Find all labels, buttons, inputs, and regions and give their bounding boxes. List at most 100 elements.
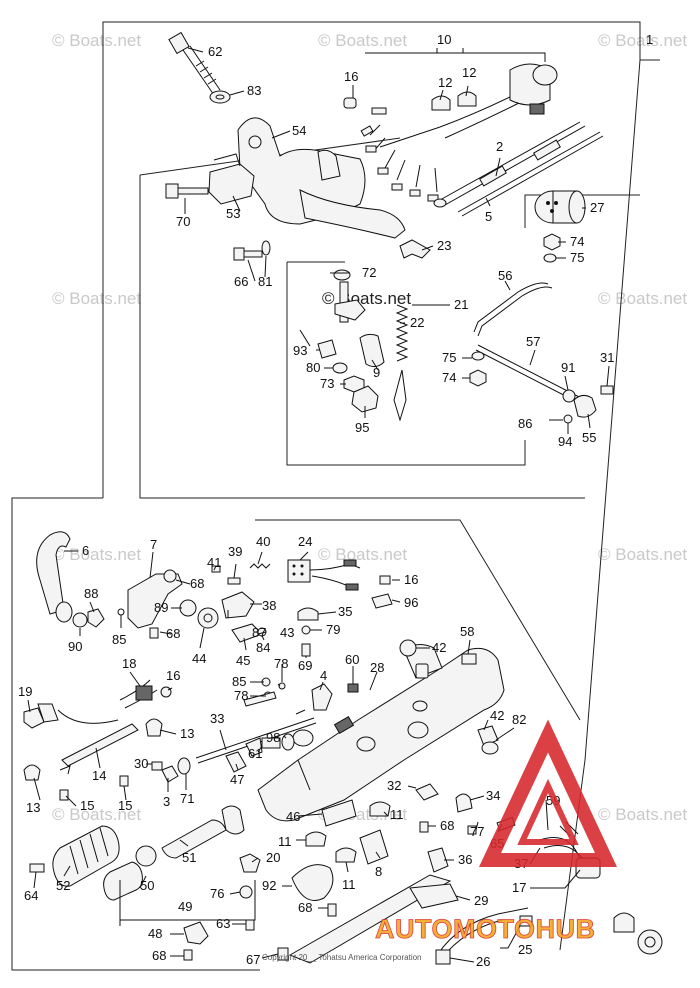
callout-17: 17: [512, 880, 526, 895]
callout-33: 33: [210, 711, 224, 726]
bolt-63: [245, 919, 255, 931]
decal-61: [261, 737, 281, 749]
callout-54: 54: [292, 123, 306, 138]
washer-75: [543, 253, 557, 263]
cam-3: [161, 765, 179, 783]
callout-60: 60: [345, 652, 359, 667]
callout-53: 53: [226, 206, 240, 221]
gear-89: [179, 599, 197, 617]
link-rod-56: [473, 282, 549, 333]
callout-68: 68: [190, 576, 204, 591]
bracket-48: [183, 921, 209, 945]
switch-34: [455, 793, 473, 813]
callout-42: 42: [432, 640, 446, 655]
wire-harness-10: [360, 63, 558, 202]
callout-57: 57: [526, 334, 540, 349]
callout-26: 26: [476, 954, 490, 969]
callout-78: 78: [274, 656, 288, 671]
callout-79: 79: [326, 622, 340, 637]
callout-67: 67: [246, 952, 260, 967]
clamp-12: [457, 91, 477, 107]
lower-assembly: [23, 531, 663, 965]
callout-3: 3: [163, 794, 170, 809]
callout-11: 11: [390, 807, 404, 822]
callout-13: 13: [180, 726, 194, 741]
o-ring-49: [135, 845, 157, 867]
callout-16: 16: [344, 69, 358, 84]
callout-1: 1: [646, 32, 653, 47]
grommet-98: [281, 733, 295, 751]
upper-assembly: [165, 31, 614, 424]
clamp-11: [369, 801, 391, 817]
sleeve-50: [103, 861, 143, 901]
nut-74: [543, 233, 561, 251]
callout-6: 6: [82, 543, 89, 558]
callout-40: 40: [256, 534, 270, 549]
washer-79: [301, 625, 311, 635]
plate-14: [61, 723, 139, 767]
shift-cable-5: [457, 131, 604, 217]
callout-69: 69: [298, 658, 312, 673]
washer-91: [562, 389, 576, 403]
callout-4: 4: [320, 668, 327, 683]
grommet-16: [379, 575, 391, 585]
sleeve-96: [371, 593, 393, 609]
screw-64: [29, 863, 45, 873]
callout-16: 16: [166, 668, 180, 683]
callout-81: 81: [258, 274, 272, 289]
watermark: © Boats.net: [598, 289, 687, 308]
wire-harness-25: [435, 907, 533, 965]
callout-22: 22: [410, 315, 424, 330]
decal-60: [347, 683, 359, 693]
bracket-32: [415, 783, 439, 801]
callout-49: 49: [178, 899, 192, 914]
sleeve-8: [359, 829, 389, 865]
callout-98: 98: [266, 730, 280, 745]
clamp-13: [145, 718, 163, 737]
plug-27: [534, 190, 586, 224]
callout-62: 62: [208, 44, 222, 59]
callout-44: 44: [192, 651, 206, 666]
tiller-arm-28: [257, 644, 505, 822]
callout-73: 73: [320, 376, 334, 391]
callout-2: 2: [496, 139, 503, 154]
bolt-68: [419, 821, 429, 833]
callout-77: 77: [470, 824, 484, 839]
o-ring-90: [72, 612, 88, 628]
callout-34: 34: [486, 788, 500, 803]
callout-90: 90: [68, 639, 82, 654]
bracket-29: [409, 883, 459, 909]
pin-30: [151, 761, 163, 771]
grommet-16: [343, 97, 357, 109]
callout-13: 13: [26, 800, 40, 815]
callout-71: 71: [180, 791, 194, 806]
callout-48: 48: [148, 926, 162, 941]
spring-22: [393, 304, 409, 422]
bracket-4: [311, 683, 333, 711]
detent-39: [227, 577, 241, 585]
callout-68: 68: [166, 626, 180, 641]
callout-63: 63: [216, 916, 230, 931]
watermark: © Boats.net: [52, 545, 141, 564]
throttle-cable-2: [433, 121, 586, 208]
callout-56: 56: [498, 268, 512, 283]
callout-51: 51: [182, 850, 196, 865]
nut-74: [469, 369, 487, 387]
watermark: © Boats.net: [598, 545, 687, 564]
bolt-68: [327, 903, 337, 917]
clamp-11: [305, 831, 327, 847]
callout-43: 43: [280, 625, 294, 640]
callout-31: 31: [600, 350, 614, 365]
steering-bracket-54: [237, 117, 366, 225]
lever-bracket-7: [127, 573, 183, 629]
callout-93: 93: [293, 343, 307, 358]
watermark: © Boats.net: [52, 31, 141, 50]
callout-70: 70: [176, 214, 190, 229]
callout-19: 19: [18, 684, 32, 699]
spring-40: [249, 563, 271, 569]
leader-lines: [27, 47, 610, 963]
callout-20: 20: [266, 850, 280, 865]
bolt-68: [149, 627, 159, 639]
cover-92: [291, 864, 334, 901]
